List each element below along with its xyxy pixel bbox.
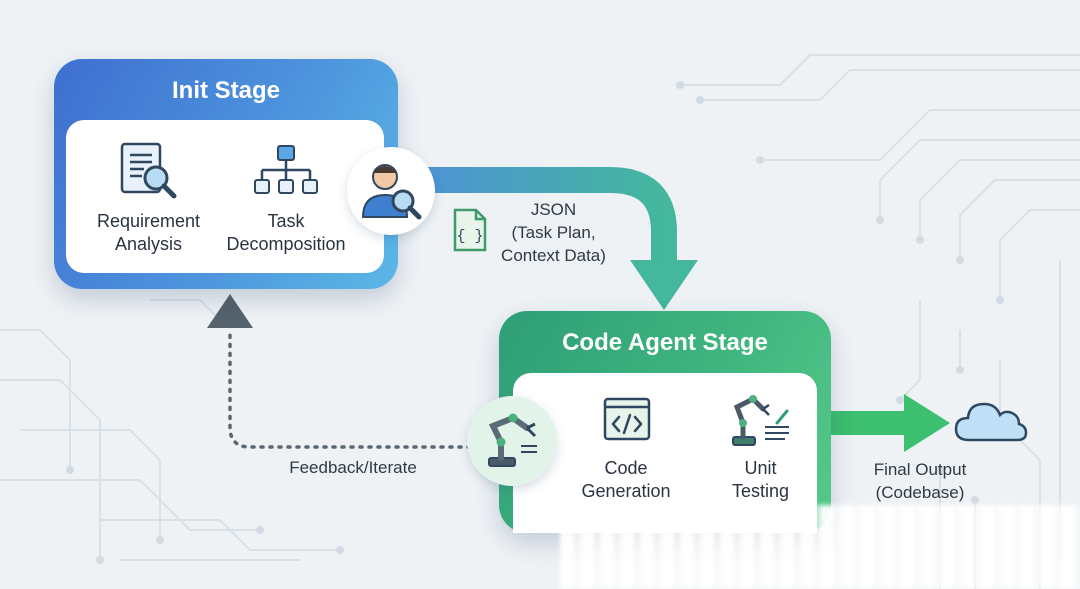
json-label-line2: (Task Plan,	[511, 223, 596, 242]
requirement-analysis-label: Requirement Analysis	[86, 210, 211, 256]
hierarchy-icon	[254, 145, 318, 194]
feedback-arrowhead	[207, 294, 253, 328]
json-label: JSON (Task Plan, Context Data)	[486, 198, 621, 267]
task-decomposition-line2: Decomposition	[226, 234, 346, 254]
unit-testing-label: Unit Testing	[713, 457, 808, 503]
code-agent-stage-title: Code Agent Stage	[562, 329, 768, 356]
requirement-analysis-line1: Requirement	[96, 211, 201, 231]
code-generation-line1: Code	[604, 458, 648, 478]
robot-arm-icon	[488, 413, 537, 467]
requirement-analysis-line2: Analysis	[114, 234, 183, 254]
feedback-arrow	[228, 328, 472, 449]
init-stage-panel: Init Stage Requirement Analysis Task Dec…	[54, 59, 398, 289]
code-window-icon	[603, 397, 651, 441]
json-file-icon: { }	[453, 208, 487, 252]
unit-testing-line1: Unit	[744, 458, 777, 478]
robot-arm-test-icon	[732, 395, 789, 446]
json-label-line3: Context Data)	[501, 246, 606, 265]
user-search-icon	[361, 164, 422, 220]
code-generation-line2: Generation	[581, 481, 671, 501]
json-flow-arrow	[395, 167, 677, 262]
bottom-fade-overlay	[560, 505, 1080, 589]
svg-text:{ }: { }	[456, 228, 483, 245]
unit-testing-line2: Testing	[731, 481, 790, 501]
document-search-icon	[120, 142, 177, 199]
init-stage-content: Requirement Analysis Task Decomposition	[66, 120, 384, 273]
init-stage-title: Init Stage	[171, 77, 280, 104]
final-output-line2: (Codebase)	[875, 483, 965, 502]
task-decomposition-line1: Task	[267, 211, 305, 231]
feedback-label: Feedback/Iterate	[289, 458, 417, 477]
json-flow-arrowhead	[630, 260, 698, 310]
final-output-line1: Final Output	[873, 460, 967, 479]
cloud-icon	[954, 402, 1028, 442]
output-arrowhead	[904, 394, 950, 452]
task-decomposition-label: Task Decomposition	[221, 210, 351, 256]
output-arrow-shaft	[828, 411, 910, 435]
code-agent-badge	[467, 396, 557, 486]
code-generation-label: Code Generation	[571, 457, 681, 503]
final-output-label: Final Output (Codebase)	[850, 458, 990, 504]
init-agent-badge	[347, 147, 435, 235]
json-label-line1: JSON	[530, 200, 577, 219]
